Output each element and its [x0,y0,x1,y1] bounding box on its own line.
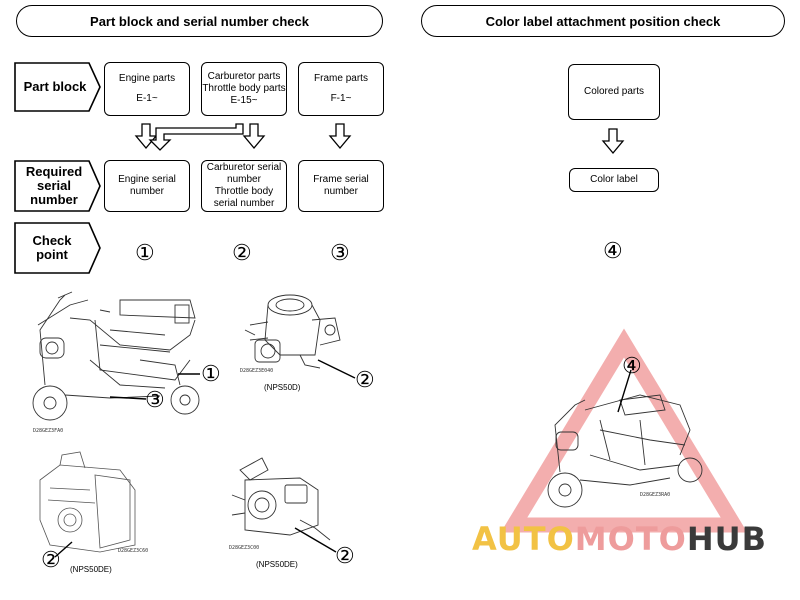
carburetor-callout-2: ② [355,367,375,392]
throttle-down-arrow-icon [242,123,266,150]
throttle-left-callout-2: ② [41,547,61,572]
throttle-right-model: (NPS50DE) [256,560,298,569]
carburetor-figure-code: D28GEZ3E040 [240,368,274,374]
check-point-2: ② [232,240,252,265]
carburetor-model: (NPS50D) [264,383,301,392]
throttle-left-model: (NPS50DE) [70,565,112,574]
color-label-box: Color label [569,168,659,192]
check-point-1: ① [135,240,155,265]
right-section-title: Color label attachment position check [421,5,785,37]
colored-parts-box: Colored parts [568,64,660,120]
frame-down-arrow-icon [328,123,352,150]
scooter-callout-1: ① [201,361,221,386]
check-point-3: ③ [330,240,350,265]
color-scooter-callout-4: ④ [622,353,642,378]
required-serial-number-label: Required serial number [25,164,83,207]
carburetor-serial-number-box: Carburetor serial number Throttle body s… [201,160,287,212]
engine-down-arrow-icon [134,123,158,150]
engine-parts-box: Engine parts E-1~ [104,62,190,116]
watermark-moto: MOTO [574,520,687,558]
left-section-title: Part block and serial number check [16,5,383,37]
check-point-4: ④ [603,238,623,263]
carburetor-to-engine-arrow-icon [148,123,244,151]
throttle-right-figure-code: D28GEZ3C00 [229,545,260,551]
carburetor-parts-box: Carburetor parts Throttle body parts E-1… [201,62,287,116]
frame-parts-box: Frame parts F-1~ [298,62,384,116]
throttle-right-callout-2: ② [335,543,355,568]
scooter-figure-code: D28GEZ3FA0 [33,428,64,434]
throttle-left-figure-code: D28GEZ3C60 [118,548,149,554]
engine-serial-number-box: Engine serial number [104,160,190,212]
frame-serial-number-box: Frame serial number [298,160,384,212]
part-block-label: Part block [23,79,87,94]
check-point-label-shape [14,222,101,274]
scooter-callout-3: ③ [145,387,165,412]
watermark-hub: HUB [686,520,768,558]
watermark-auto: AUTO [472,520,575,558]
color-down-arrow-icon [601,128,625,155]
color-scooter-figure-code: D28GEZ3RA0 [640,492,671,498]
part-block-label-shape [14,62,101,112]
watermark-logo: AUTOMOTOHUB [472,520,767,558]
check-point-label: Check point [32,233,72,262]
required-serial-label-shape [14,160,101,212]
